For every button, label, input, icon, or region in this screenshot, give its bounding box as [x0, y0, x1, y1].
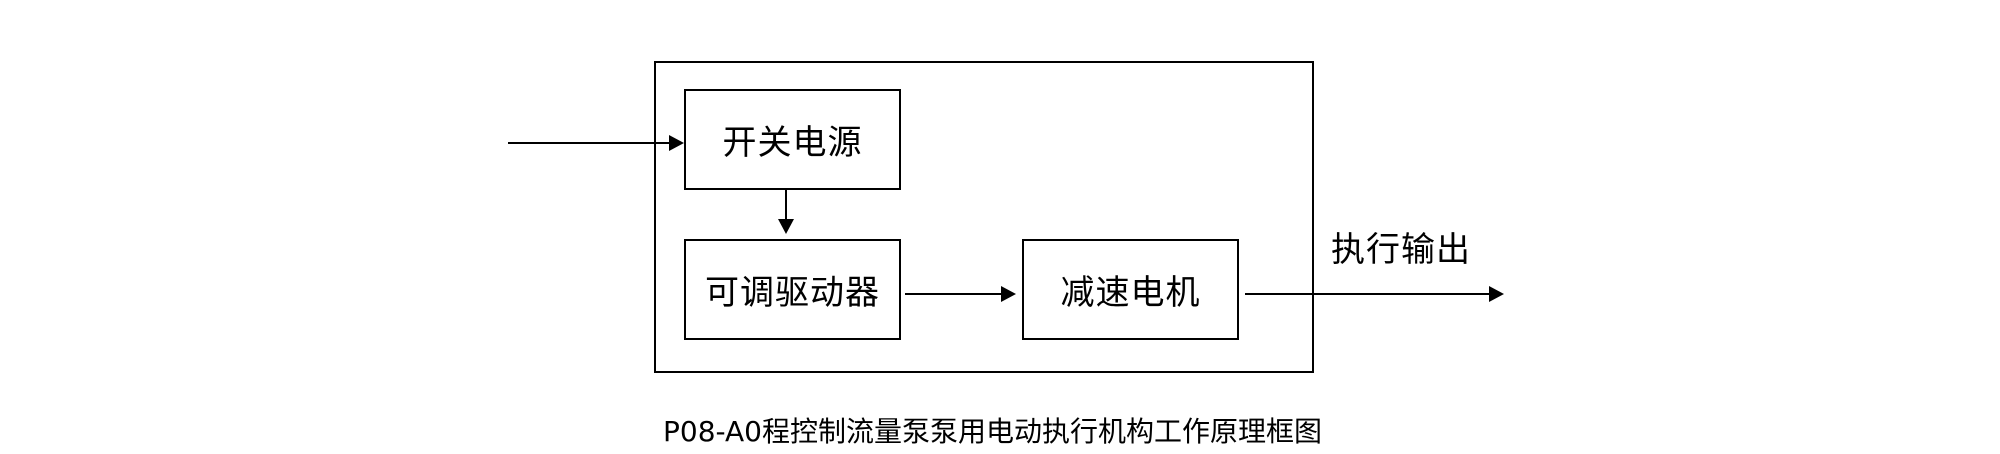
- diagram-caption: P08-A0程控制流量泵泵用电动执行机构工作原理框图: [663, 415, 1322, 448]
- adjustable-driver-label: 可调驱动器: [705, 273, 880, 313]
- output-label: 执行输出: [1331, 230, 1471, 270]
- power-to-driver-arrow: [778, 190, 794, 234]
- gear-motor-label: 减速电机: [1060, 273, 1201, 313]
- switch-power-block: 开关电源: [684, 89, 901, 190]
- input-arrow: [508, 135, 684, 151]
- gear-motor-block: 减速电机: [1022, 239, 1239, 340]
- output-arrow: [1245, 286, 1504, 302]
- switch-power-label: 开关电源: [722, 123, 863, 163]
- adjustable-driver-block: 可调驱动器: [684, 239, 901, 340]
- driver-to-motor-arrow: [905, 286, 1016, 302]
- actuator-frame: [654, 61, 1314, 373]
